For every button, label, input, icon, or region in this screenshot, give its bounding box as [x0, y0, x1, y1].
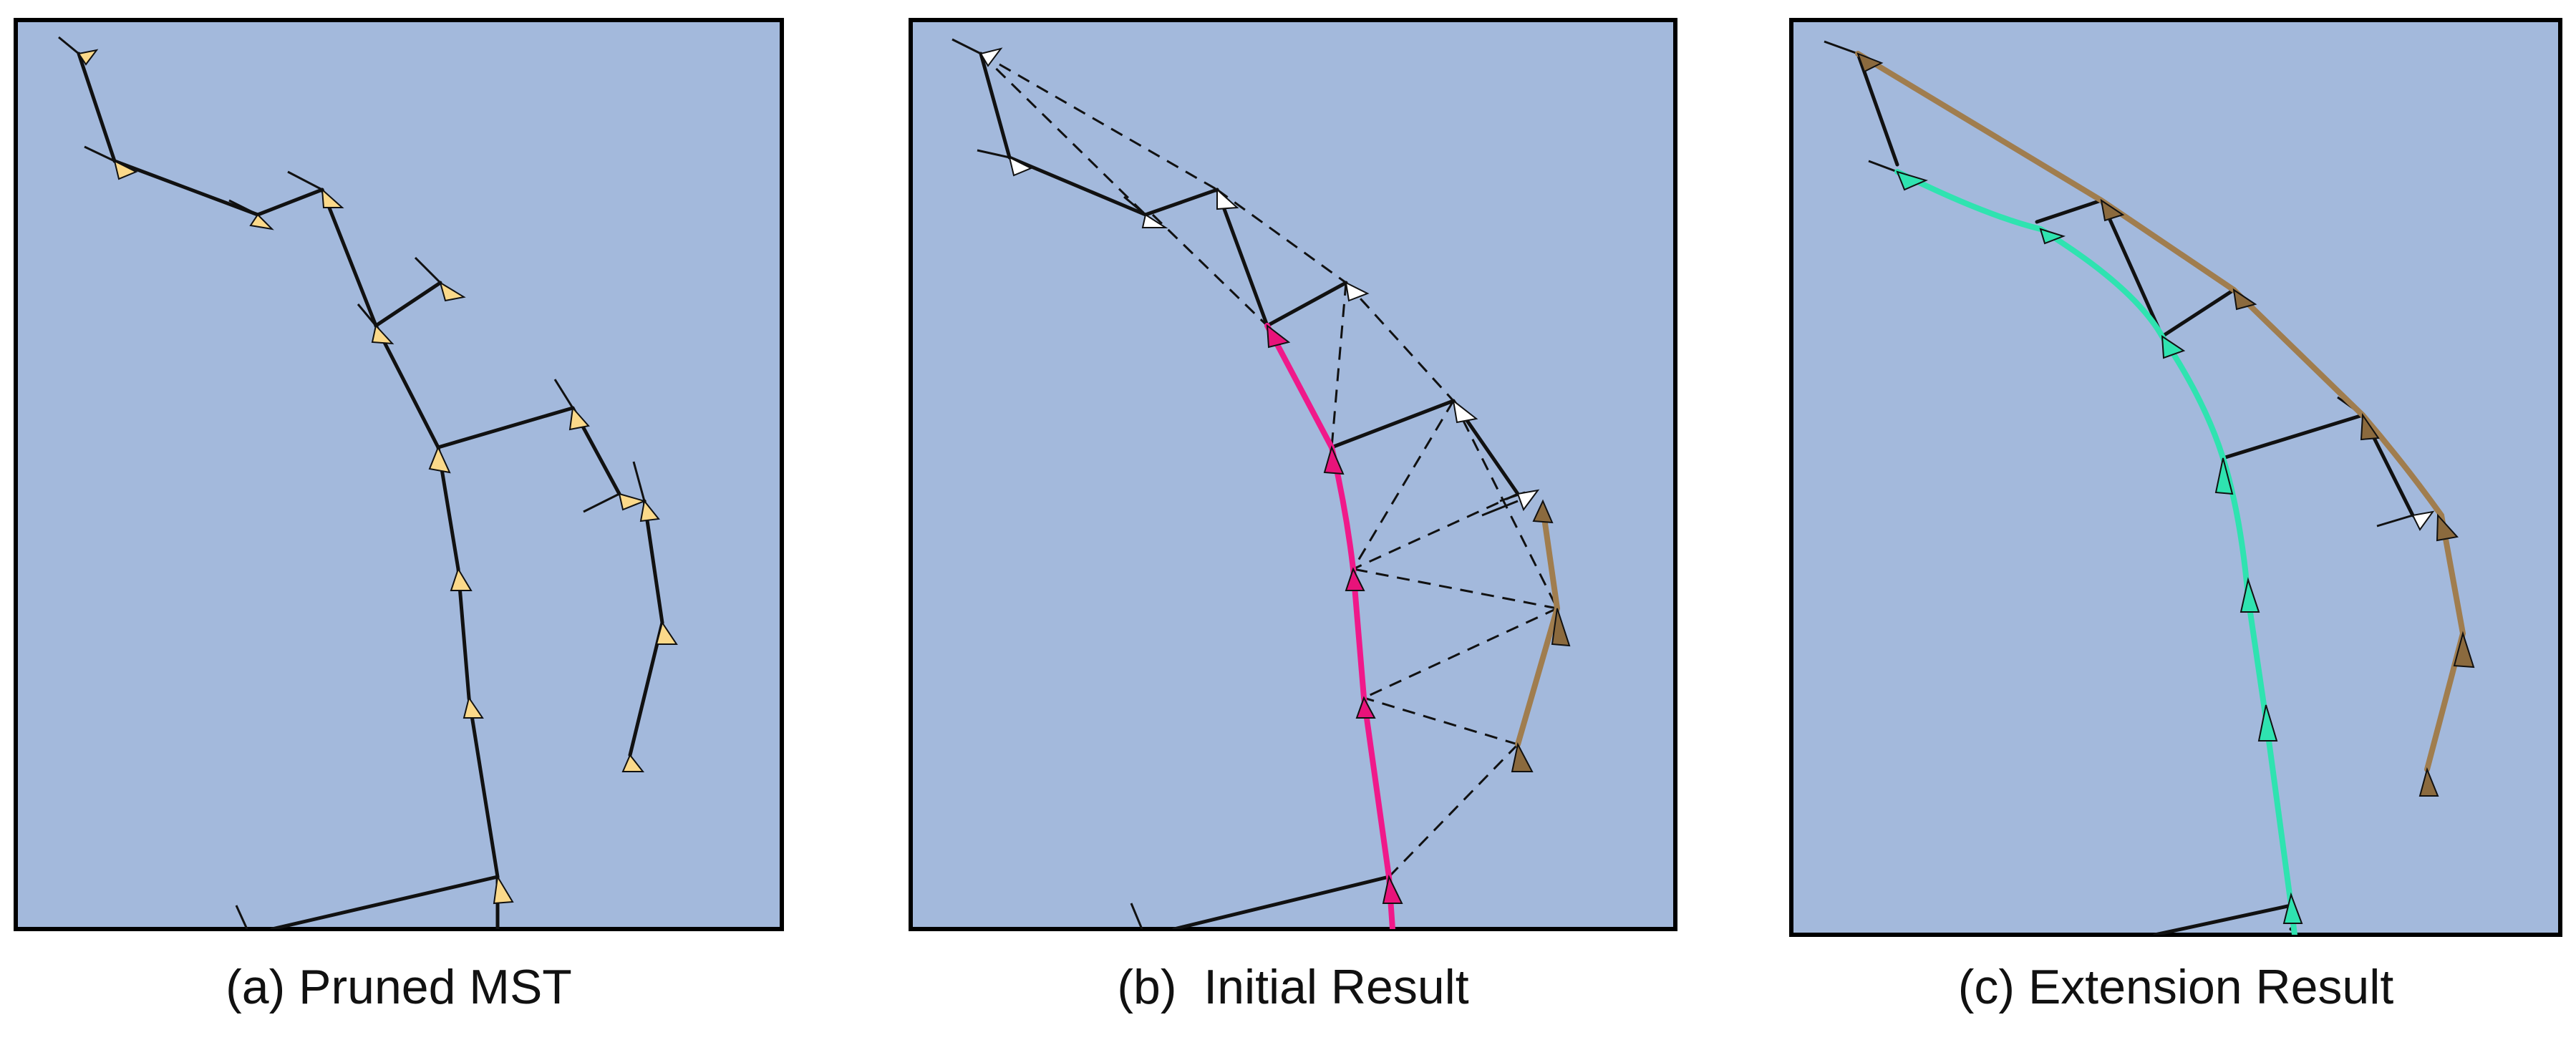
- caption-a: (a) Pruned MST: [226, 960, 572, 1014]
- node-marker: [639, 499, 660, 522]
- node-marker: [2436, 513, 2459, 542]
- node-marker: [2039, 228, 2066, 245]
- node-marker: [979, 47, 1003, 67]
- node-marker: [1323, 445, 1345, 475]
- panel-c-background: [1789, 18, 2562, 937]
- node-marker: [1551, 608, 1571, 647]
- panel-c: [1789, 18, 2562, 937]
- node-marker: [371, 324, 394, 345]
- node-marker: [1141, 213, 1168, 228]
- panel-a-direction-stubs: [58, 36, 646, 929]
- node-marker: [2240, 577, 2260, 613]
- node-marker: [1008, 156, 1033, 177]
- node-marker: [428, 445, 451, 474]
- node-marker: [1896, 170, 1928, 191]
- node-marker: [1345, 281, 1370, 302]
- node-marker: [1345, 567, 1365, 591]
- panel-b-background: [909, 18, 1677, 931]
- node-marker: [2282, 892, 2303, 924]
- panel-c-network: [1824, 40, 2475, 935]
- panel-b-edges: [979, 52, 1520, 929]
- node-marker: [2232, 288, 2257, 311]
- node-marker: [439, 281, 466, 302]
- node-marker: [1216, 188, 1239, 210]
- panel-b-direction-stubs: [952, 38, 1526, 929]
- node-marker: [113, 160, 138, 180]
- node-marker: [1532, 499, 1554, 524]
- node-marker: [2418, 767, 2439, 797]
- node-marker: [1382, 874, 1403, 904]
- panel-a-nodes: [77, 49, 678, 905]
- panel-b: [909, 18, 1677, 931]
- panel-b-nodes: [979, 47, 1571, 904]
- node-marker: [621, 754, 645, 772]
- node-marker: [2161, 335, 2186, 359]
- node-marker: [1516, 489, 1540, 512]
- node-marker: [77, 49, 99, 66]
- node-marker: [1266, 324, 1291, 349]
- node-marker: [493, 875, 514, 905]
- node-marker: [321, 188, 344, 208]
- node-marker: [2257, 704, 2278, 742]
- node-marker: [1355, 696, 1376, 719]
- node-marker: [2214, 457, 2234, 495]
- node-marker: [655, 621, 678, 645]
- panel-a-background: [14, 18, 784, 931]
- caption-b: (b) Initial Result: [1117, 960, 1469, 1014]
- panel-b-candidate-links: [979, 52, 1559, 878]
- node-marker: [2453, 631, 2475, 669]
- node-marker: [568, 406, 590, 431]
- panel-a-network: [58, 36, 678, 929]
- node-marker: [463, 696, 484, 719]
- node-marker: [618, 492, 647, 511]
- node-marker: [2360, 413, 2380, 441]
- caption-c: (c) Extension Result: [1957, 960, 2394, 1014]
- node-marker: [1856, 52, 1884, 73]
- node-marker: [2411, 510, 2435, 531]
- panel-b-network: [952, 38, 1571, 929]
- panel-a: [14, 18, 784, 931]
- node-marker: [1511, 742, 1534, 772]
- node-marker: [1452, 399, 1478, 424]
- node-marker: [249, 213, 274, 230]
- panel-c-nodes: [1856, 52, 2475, 924]
- node-marker: [450, 567, 473, 591]
- node-marker: [2100, 198, 2125, 222]
